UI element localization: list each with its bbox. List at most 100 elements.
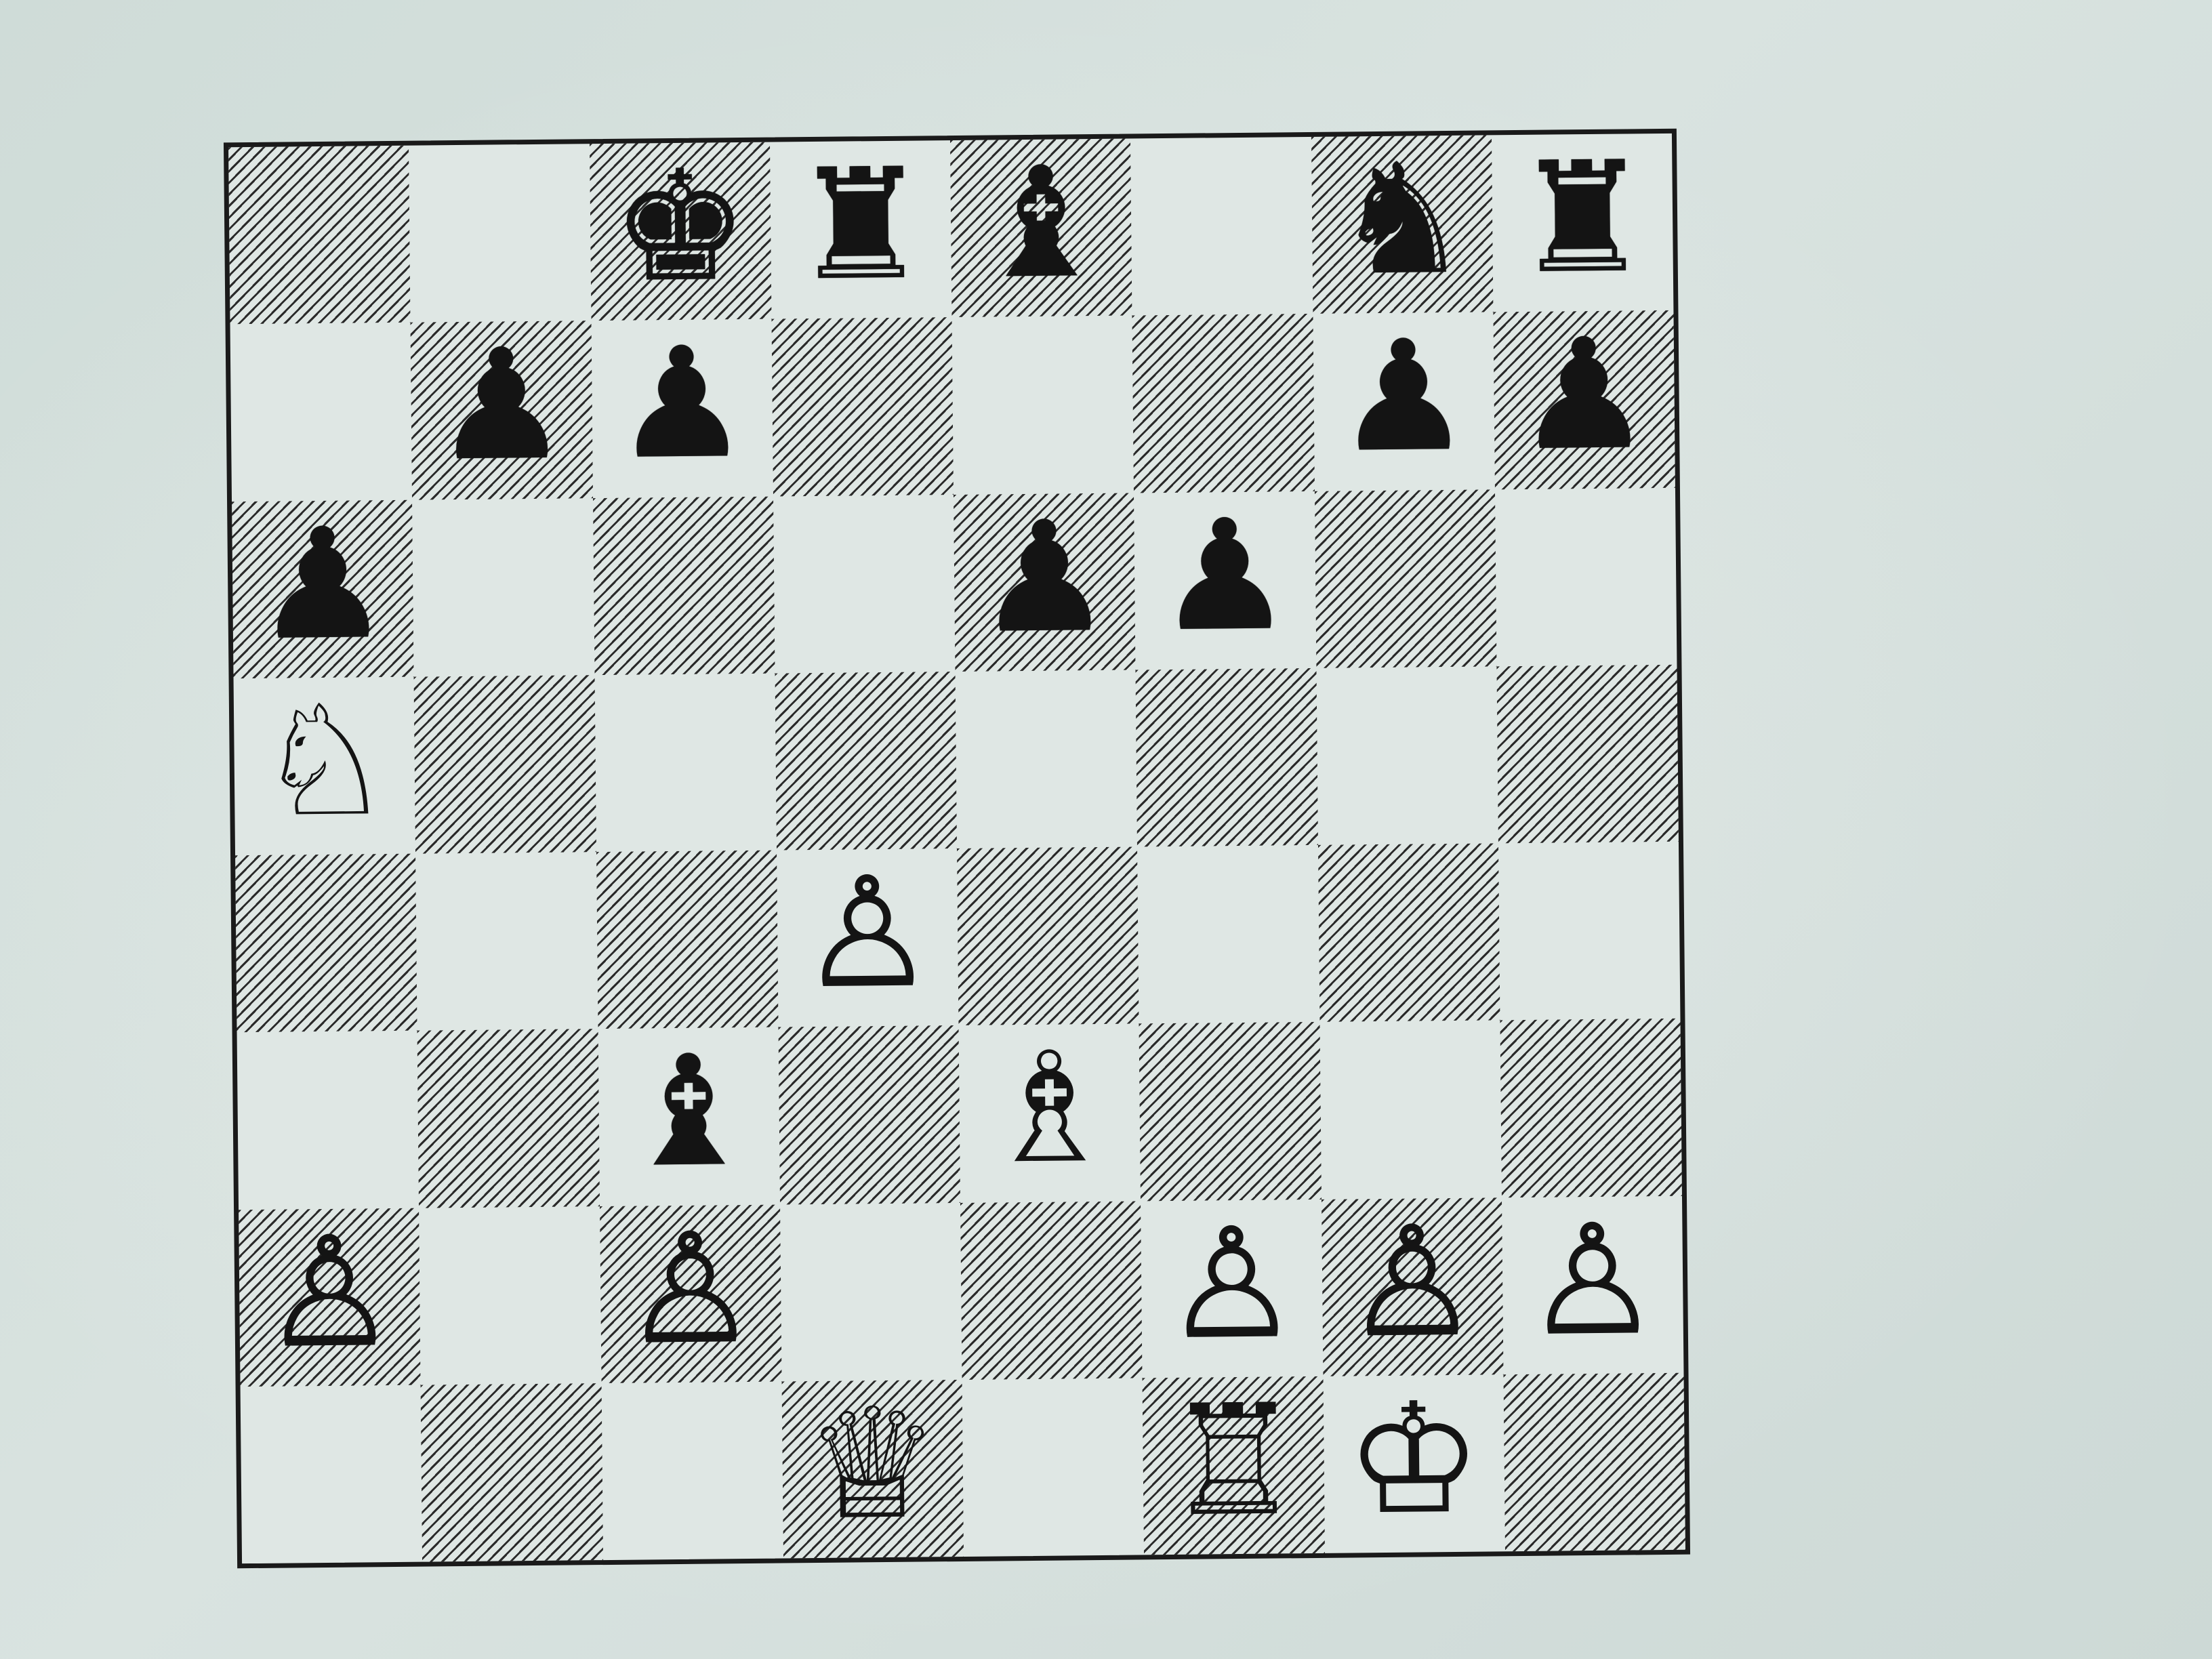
- black-pawn-icon[interactable]: ♟: [232, 495, 414, 678]
- square-e7[interactable]: [951, 316, 1134, 495]
- square-c6[interactable]: [592, 496, 775, 675]
- square-c5[interactable]: [594, 673, 777, 852]
- square-h7[interactable]: ♟: [1493, 306, 1675, 489]
- square-c7[interactable]: ♟: [591, 314, 773, 498]
- black-pawn-glyph: ♟: [613, 314, 752, 494]
- square-g6[interactable]: [1314, 489, 1497, 668]
- square-g8[interactable]: ♞: [1311, 130, 1494, 314]
- black-king-glyph: ♚: [611, 138, 750, 316]
- square-a2[interactable]: ♙: [239, 1203, 421, 1387]
- square-a8[interactable]: [228, 145, 411, 325]
- square-c8[interactable]: ♚: [589, 138, 772, 321]
- white-pawn-icon[interactable]: ♙: [1502, 1191, 1684, 1374]
- black-rook-icon[interactable]: ♜: [1492, 129, 1674, 312]
- black-bishop-icon[interactable]: ♝: [598, 1023, 780, 1206]
- square-e6[interactable]: ♟: [953, 488, 1136, 672]
- black-pawn-icon[interactable]: ♟: [1134, 487, 1316, 670]
- square-c4[interactable]: [596, 850, 779, 1029]
- white-pawn-glyph: ♙: [260, 1203, 399, 1382]
- square-d1[interactable]: ♕: [781, 1375, 964, 1559]
- square-f2[interactable]: ♙: [1141, 1194, 1323, 1378]
- white-knight-glyph: ♘: [255, 672, 394, 851]
- square-f6[interactable]: ♟: [1134, 487, 1316, 670]
- square-c1[interactable]: [601, 1381, 783, 1560]
- square-a6[interactable]: ♟: [232, 495, 414, 678]
- white-pawn-icon[interactable]: ♙: [777, 844, 959, 1027]
- square-g5[interactable]: [1316, 666, 1498, 845]
- white-pawn-icon[interactable]: ♙: [1321, 1193, 1503, 1376]
- square-a3[interactable]: [237, 1031, 419, 1210]
- square-d6[interactable]: [773, 495, 956, 674]
- square-h5[interactable]: [1496, 664, 1679, 844]
- black-pawn-icon[interactable]: ♟: [1493, 306, 1675, 489]
- black-knight-icon[interactable]: ♞: [1311, 130, 1493, 314]
- square-b5[interactable]: [413, 674, 596, 854]
- white-knight-icon[interactable]: ♘: [234, 672, 416, 855]
- white-rook-icon[interactable]: ♖: [1143, 1372, 1325, 1555]
- square-e3[interactable]: ♗: [959, 1019, 1141, 1203]
- square-g1[interactable]: ♔: [1323, 1370, 1505, 1553]
- white-pawn-icon[interactable]: ♙: [239, 1203, 421, 1387]
- square-h1[interactable]: [1503, 1372, 1685, 1552]
- square-h8[interactable]: ♜: [1492, 129, 1674, 312]
- square-f1[interactable]: ♖: [1142, 1372, 1325, 1555]
- square-b6[interactable]: [412, 498, 594, 677]
- square-f7[interactable]: [1132, 314, 1315, 493]
- square-d7[interactable]: [771, 317, 954, 497]
- square-d2[interactable]: [780, 1202, 962, 1381]
- square-b2[interactable]: [419, 1206, 601, 1385]
- square-b8[interactable]: [409, 144, 591, 323]
- square-h2[interactable]: ♙: [1502, 1191, 1684, 1374]
- white-king-icon[interactable]: ♔: [1323, 1370, 1505, 1553]
- square-a1[interactable]: [241, 1385, 423, 1563]
- square-f5[interactable]: [1135, 668, 1318, 847]
- square-c2[interactable]: ♙: [599, 1200, 782, 1383]
- square-c3[interactable]: ♝: [598, 1023, 780, 1206]
- square-d4[interactable]: ♙: [777, 844, 959, 1027]
- square-a7[interactable]: [230, 323, 413, 501]
- white-pawn-glyph: ♙: [1162, 1194, 1301, 1374]
- square-g4[interactable]: [1317, 843, 1500, 1023]
- square-g7[interactable]: ♟: [1313, 308, 1495, 491]
- square-f3[interactable]: [1139, 1022, 1322, 1201]
- square-b4[interactable]: [415, 852, 598, 1031]
- black-knight-glyph: ♞: [1332, 130, 1471, 310]
- square-e8[interactable]: ♝: [949, 134, 1132, 318]
- square-b1[interactable]: [420, 1382, 603, 1562]
- square-a5[interactable]: ♘: [234, 672, 416, 855]
- square-b7[interactable]: ♟: [410, 316, 593, 500]
- square-g3[interactable]: [1319, 1021, 1502, 1200]
- white-pawn-glyph: ♙: [1343, 1193, 1481, 1372]
- black-king-icon[interactable]: ♚: [589, 138, 771, 321]
- white-bishop-glyph: ♗: [980, 1019, 1119, 1199]
- square-f8[interactable]: [1130, 137, 1313, 316]
- white-queen-icon[interactable]: ♕: [781, 1375, 964, 1559]
- black-pawn-icon[interactable]: ♟: [1313, 308, 1495, 491]
- black-bishop-glyph: ♝: [972, 134, 1111, 313]
- white-pawn-icon[interactable]: ♙: [1141, 1194, 1323, 1378]
- square-d8[interactable]: ♜: [770, 136, 952, 319]
- square-e1[interactable]: [962, 1378, 1145, 1557]
- white-pawn-icon[interactable]: ♙: [600, 1200, 782, 1383]
- square-d3[interactable]: [778, 1025, 961, 1205]
- black-bishop-icon[interactable]: ♝: [950, 134, 1132, 317]
- black-pawn-icon[interactable]: ♟: [591, 314, 773, 498]
- square-g2[interactable]: ♙: [1321, 1193, 1504, 1376]
- square-e5[interactable]: [955, 670, 1137, 848]
- square-d5[interactable]: [775, 671, 957, 851]
- square-e2[interactable]: [960, 1200, 1143, 1380]
- square-a4[interactable]: [235, 853, 417, 1033]
- square-h6[interactable]: [1495, 487, 1677, 666]
- square-f4[interactable]: [1137, 845, 1319, 1024]
- square-e4[interactable]: [957, 846, 1139, 1026]
- white-bishop-icon[interactable]: ♗: [959, 1019, 1141, 1203]
- square-h3[interactable]: [1500, 1019, 1682, 1197]
- black-rook-glyph: ♜: [791, 136, 930, 315]
- black-rook-icon[interactable]: ♜: [770, 136, 952, 319]
- white-pawn-glyph: ♙: [621, 1200, 760, 1379]
- square-b3[interactable]: [417, 1029, 600, 1208]
- black-pawn-glyph: ♟: [975, 488, 1114, 668]
- black-pawn-icon[interactable]: ♟: [954, 488, 1136, 672]
- black-pawn-icon[interactable]: ♟: [411, 316, 593, 499]
- square-h4[interactable]: [1498, 842, 1681, 1021]
